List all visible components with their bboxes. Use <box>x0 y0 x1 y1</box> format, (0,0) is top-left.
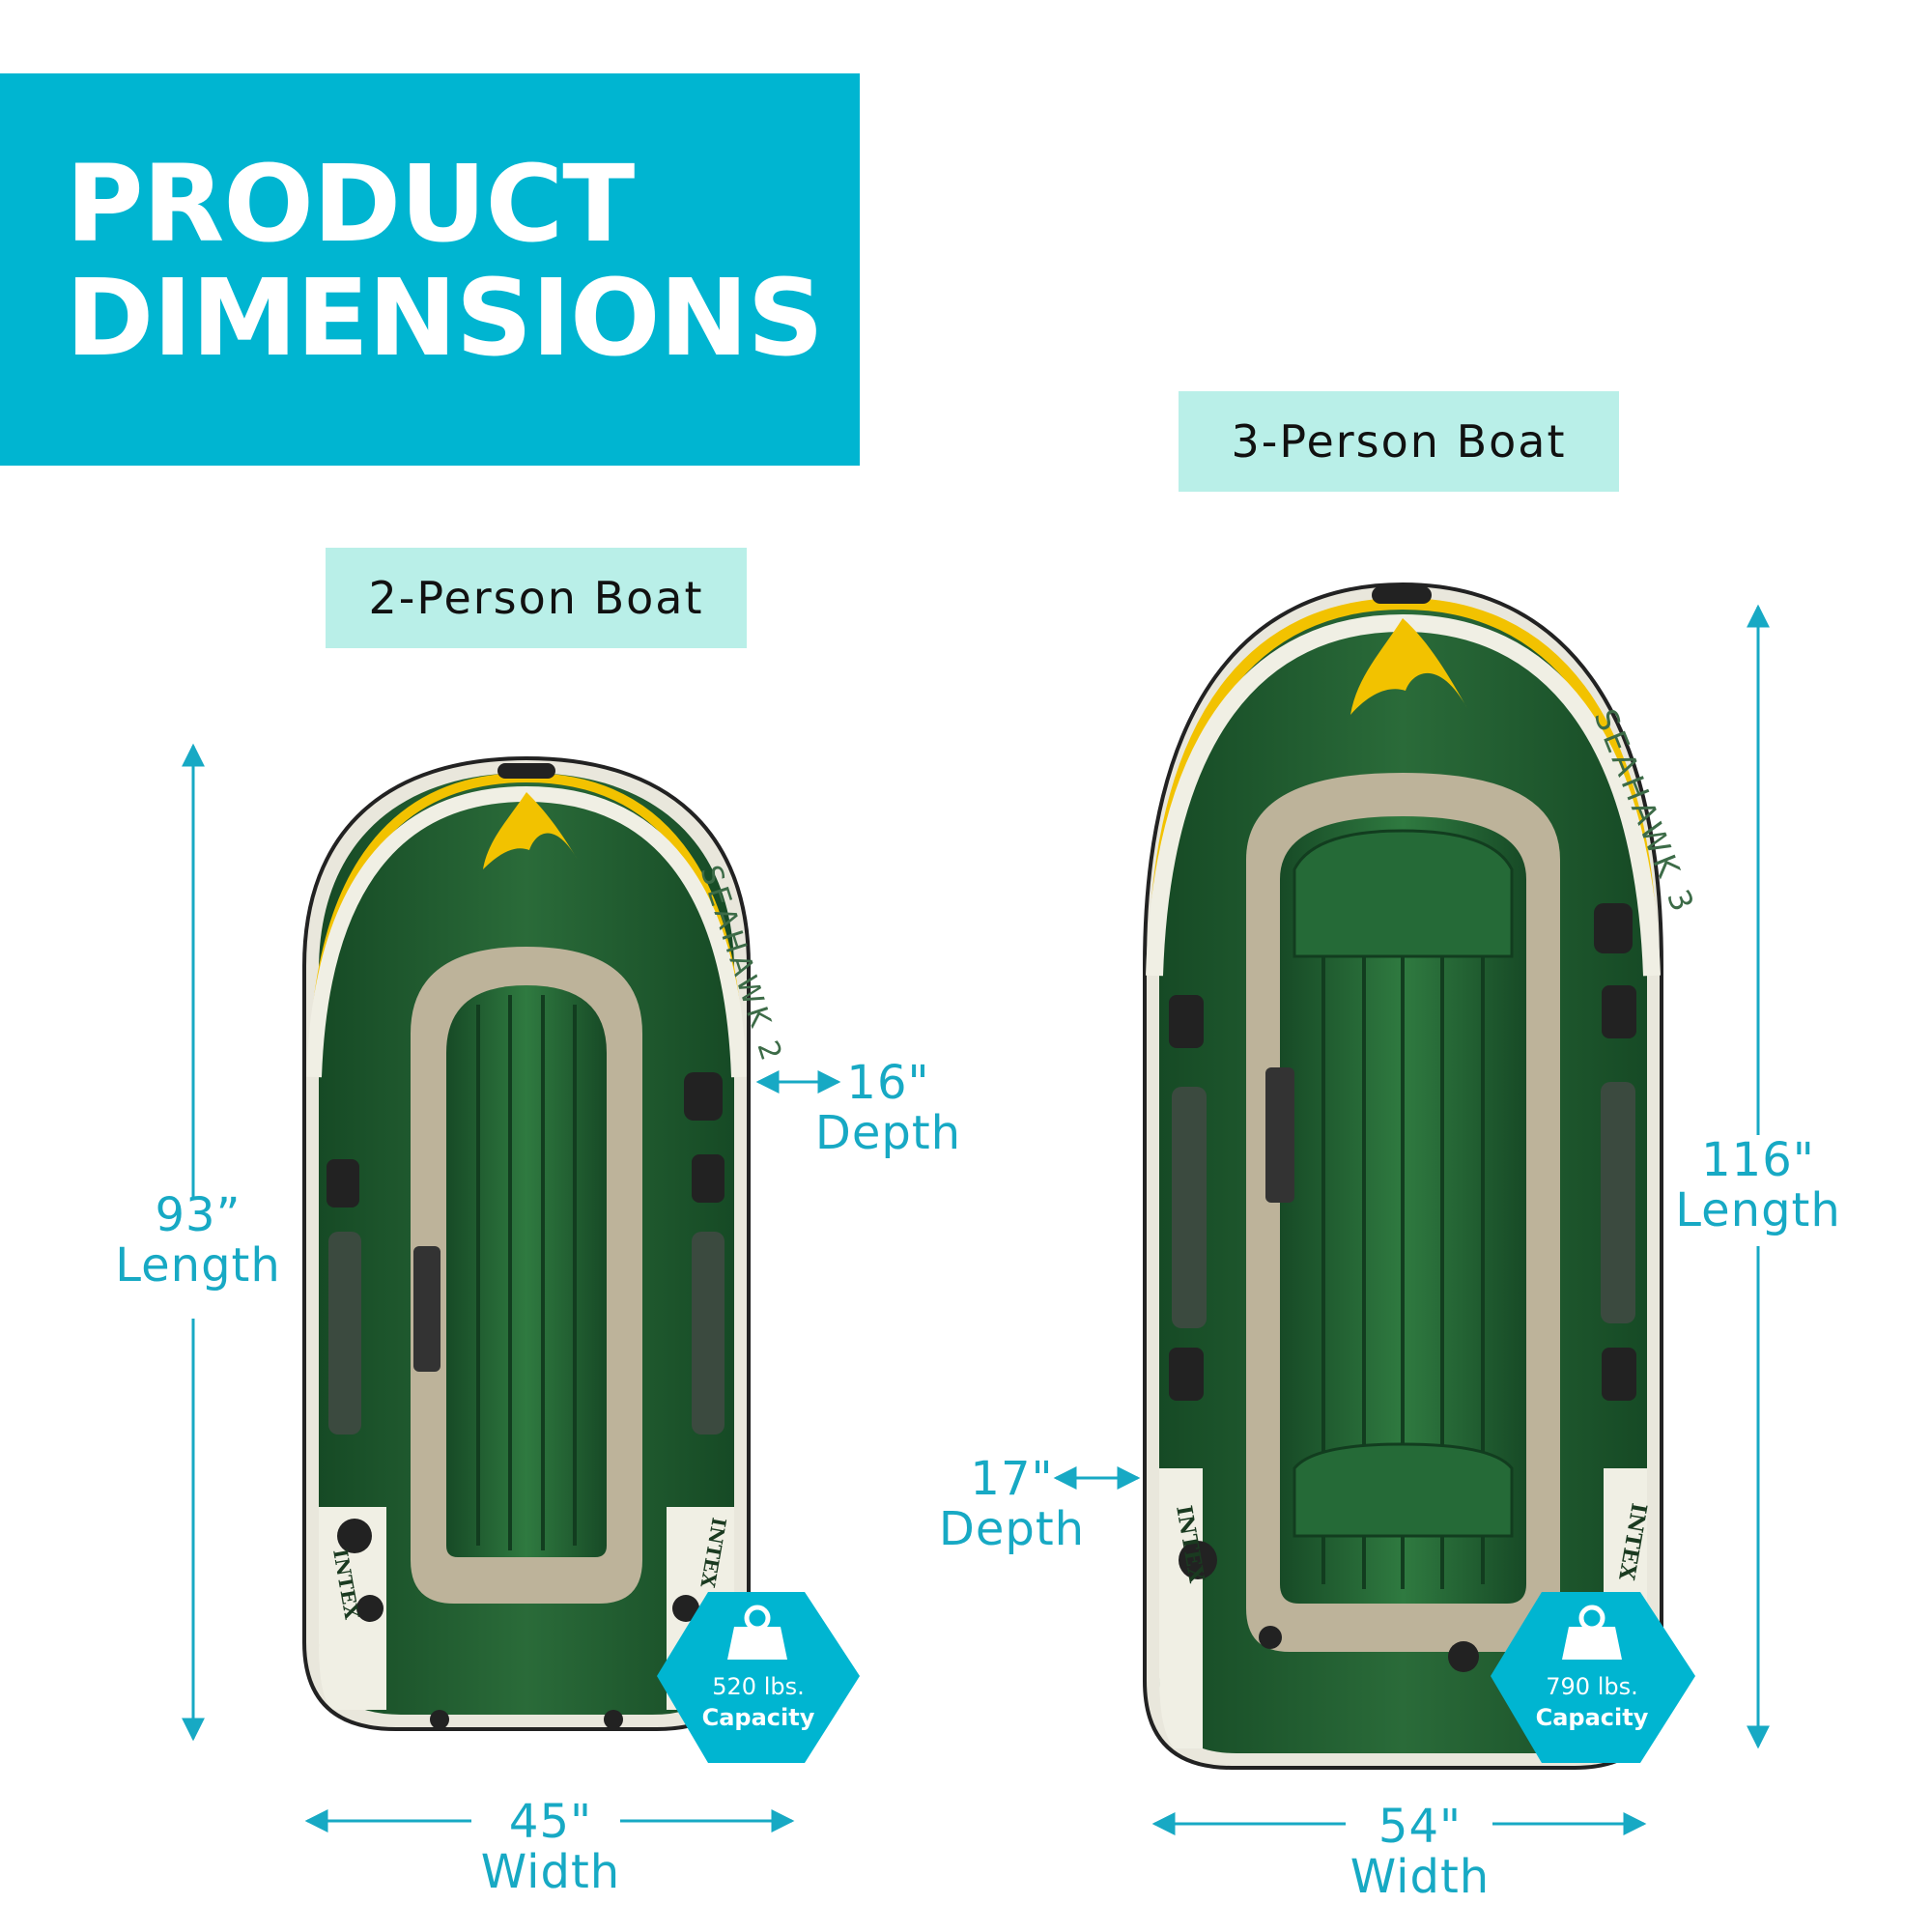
capacity-value: 520 lbs. <box>712 1673 805 1700</box>
capacity-label: Capacity <box>1535 1704 1649 1731</box>
length-2-person: 93” Length <box>106 1190 290 1291</box>
depth-value: 17" <box>970 1452 1054 1506</box>
depth-value: 16" <box>846 1056 930 1110</box>
width-label: Width <box>480 1845 621 1899</box>
depth-3-person: 17" Depth <box>927 1454 1096 1554</box>
capacity-value: 790 lbs. <box>1546 1673 1638 1700</box>
length-label: Length <box>1675 1183 1841 1237</box>
boat-label-3-person: 3-Person Boat <box>1179 391 1619 492</box>
capacity-text-3-person: 790 lbs. Capacity <box>1510 1671 1674 1733</box>
length-3-person: 116" Length <box>1666 1135 1850 1236</box>
dim-lines-2-person <box>182 743 841 1833</box>
width-2-person: 45" Width <box>454 1797 647 1897</box>
dim-lines-3-person <box>1053 604 1770 1835</box>
depth-label: Depth <box>938 1502 1086 1556</box>
boat-2-person: SEAHAWK 2 INTEX INTEX <box>302 755 789 1731</box>
width-value: 54" <box>1378 1800 1463 1854</box>
capacity-text-2-person: 520 lbs. Capacity <box>676 1671 840 1733</box>
capacity-badge-2-person <box>657 1592 860 1763</box>
width-value: 45" <box>508 1795 593 1849</box>
width-label: Width <box>1350 1850 1491 1904</box>
width-3-person: 54" Width <box>1323 1802 1517 1902</box>
boat-3-person: SEAHAWK 3 INTEX INTEX <box>1143 582 1702 1770</box>
length-label: Length <box>115 1238 281 1293</box>
capacity-label: Capacity <box>701 1704 815 1731</box>
capacity-badge-3-person <box>1491 1592 1695 1763</box>
boat-label-2-person: 2-Person Boat <box>326 548 747 648</box>
weight-icon <box>1562 1605 1622 1660</box>
header-banner <box>0 73 860 466</box>
depth-label: Depth <box>814 1106 962 1160</box>
page-title: PRODUCT DIMENSIONS <box>66 142 824 380</box>
length-value: 116" <box>1701 1133 1815 1187</box>
length-value: 93” <box>155 1188 242 1242</box>
depth-2-person: 16" Depth <box>804 1058 973 1158</box>
weight-icon <box>727 1605 787 1660</box>
